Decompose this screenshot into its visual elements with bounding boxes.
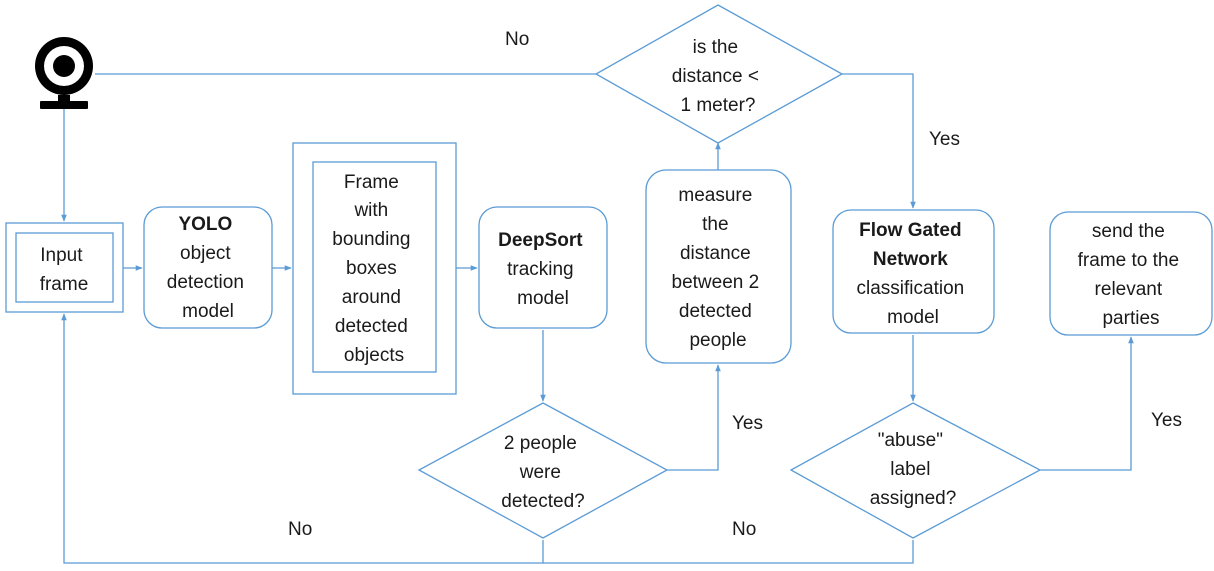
edge-distance-yes-to-flowgated xyxy=(842,73,916,209)
input-frame-label-2: frame xyxy=(40,274,89,295)
edge-people-yes-to-measure xyxy=(667,364,721,471)
yolo-title: YOLO xyxy=(178,214,232,235)
input-frame-node: Input frame xyxy=(5,222,124,313)
svg-text:Frame with boundin: Frame with bounding boxes around detecte… xyxy=(332,172,415,366)
deepsort-node: DeepSort tracking model xyxy=(478,206,608,329)
frame-boxes-line-3: bounding xyxy=(332,229,410,250)
svg-text:Input frame: Input frame xyxy=(40,245,89,295)
edge-labels: No Yes Yes No No Yes xyxy=(288,29,1182,540)
edge-abuse-yes-to-send xyxy=(1040,336,1134,471)
frame-boxes-line-6: detected xyxy=(335,316,408,337)
measure-line-6: people xyxy=(689,330,746,351)
people-detected-line-1: 2 people xyxy=(504,433,577,454)
edges xyxy=(61,73,1134,564)
yolo-node: YOLO object detection model xyxy=(143,206,273,329)
abuse-decision: "abuse" label assigned? xyxy=(789,402,1042,539)
svg-text:is the distance <: is the distance < 1 meter? xyxy=(672,37,764,116)
yolo-line-2: detection xyxy=(167,272,244,293)
frame-boxes-node: Frame with bounding boxes around detecte… xyxy=(292,142,457,395)
svg-text:send the frame to the: send the frame to the relevant parties xyxy=(1078,221,1185,329)
measure-line-5: detected xyxy=(679,301,752,322)
people-detected-decision: 2 people were detected? xyxy=(417,402,669,539)
label-people-no: No xyxy=(288,519,312,540)
deepsort-line-2: model xyxy=(517,288,569,309)
abuse-line-2: label xyxy=(890,459,930,480)
abuse-line-3: assigned? xyxy=(870,488,957,509)
people-detected-line-2: were xyxy=(519,462,561,483)
frame-boxes-line-1: Frame xyxy=(344,172,399,193)
frame-boxes-line-4: boxes xyxy=(346,258,397,279)
label-distance-no: No xyxy=(505,29,529,50)
deepsort-line-1: tracking xyxy=(507,259,574,280)
flow-gated-node: Flow Gated Network classification model xyxy=(832,209,995,334)
measure-line-4: between 2 xyxy=(672,272,760,293)
yolo-line-1: object xyxy=(180,243,231,264)
label-abuse-no: No xyxy=(732,519,756,540)
frame-boxes-line-5: around xyxy=(342,287,401,308)
send-line-4: parties xyxy=(1102,308,1159,329)
svg-text:2 people were dete: 2 people were detected? xyxy=(501,433,584,512)
send-line-1: send the xyxy=(1092,221,1165,242)
measure-line-2: the xyxy=(702,214,728,235)
distance-line-2: distance < xyxy=(672,66,759,87)
flow-gated-title-2: Network xyxy=(873,249,948,270)
svg-text:DeepSort tracking: DeepSort tracking model xyxy=(498,230,588,309)
yolo-line-3: model xyxy=(182,301,234,322)
label-distance-yes: Yes xyxy=(929,129,960,150)
label-abuse-yes: Yes xyxy=(1151,410,1182,431)
input-frame-label-1: Input xyxy=(40,245,83,266)
people-detected-line-3: detected? xyxy=(501,491,584,512)
distance-line-1: is the xyxy=(693,37,738,58)
svg-text:YOLO object detect: YOLO object detection model xyxy=(167,214,249,322)
measure-distance-node: measure the distance between 2 detected … xyxy=(645,169,792,364)
send-line-2: frame to the xyxy=(1078,250,1179,271)
distance-decision: is the distance < 1 meter? xyxy=(594,4,844,144)
flow-gated-line-2: model xyxy=(887,307,939,328)
svg-text:measure the distan: measure the distance between 2 detected … xyxy=(672,185,765,351)
frame-boxes-line-7: objects xyxy=(344,345,404,366)
send-frame-node: send the frame to the relevant parties xyxy=(1049,211,1213,336)
flow-gated-title-1: Flow Gated xyxy=(859,220,961,241)
abuse-line-1: "abuse" xyxy=(878,430,943,451)
measure-line-3: distance xyxy=(680,243,751,264)
distance-line-3: 1 meter? xyxy=(681,95,756,116)
label-people-yes: Yes xyxy=(732,413,763,434)
webcam-icon xyxy=(35,37,93,109)
edge-abuse-no-return xyxy=(543,540,914,564)
flow-gated-line-1: classification xyxy=(857,278,965,299)
svg-text:Flow Gated Network: Flow Gated Network classification model xyxy=(857,220,970,328)
send-line-3: relevant xyxy=(1095,279,1163,300)
edge-people-no-return xyxy=(61,313,544,564)
frame-boxes-line-2: with xyxy=(353,200,388,221)
deepsort-title: DeepSort xyxy=(498,230,583,251)
measure-line-1: measure xyxy=(678,185,752,206)
svg-text:"abuse" label assi: "abuse" label assigned? xyxy=(870,430,957,509)
